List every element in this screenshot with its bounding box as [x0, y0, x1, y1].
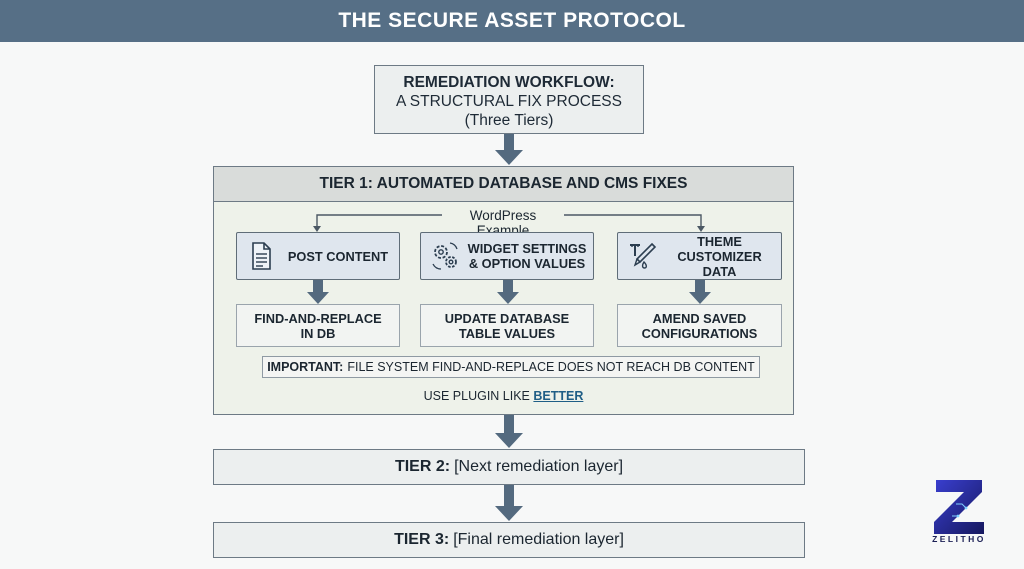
- tier1-title: TIER 1: AUTOMATED DATABASE AND CMS FIXES: [214, 167, 793, 202]
- down-arrow-icon: [495, 415, 523, 448]
- card-line: & OPTION VALUES: [468, 256, 586, 271]
- workflow-tiers-note: (Three Tiers): [464, 112, 554, 129]
- fix-line: TABLE VALUES: [458, 325, 556, 341]
- card-line: WIDGET SETTINGS: [467, 241, 587, 256]
- down-arrow-icon: [689, 280, 711, 304]
- amend-configurations-box: AMEND SAVED CONFIGURATIONS: [617, 304, 782, 347]
- document-icon: [252, 242, 271, 270]
- post-content-label: POST CONTENT: [287, 248, 389, 264]
- tier2-box: TIER 2: [Next remediation layer]: [213, 449, 805, 485]
- card-line: CUSTOMIZER DATA: [677, 248, 762, 279]
- post-content-card: POST CONTENT: [236, 232, 400, 280]
- fix-line: AMEND SAVED: [652, 310, 747, 326]
- workflow-title: REMEDIATION WORKFLOW:: [403, 74, 615, 91]
- workflow-box: REMEDIATION WORKFLOW: A STRUCTURAL FIX P…: [374, 65, 644, 134]
- theme-customizer-label: THEME CUSTOMIZER DATA: [664, 234, 781, 279]
- fix-line: FIND-AND-REPLACE: [254, 310, 382, 326]
- find-replace-box: FIND-AND-REPLACE IN DB: [236, 304, 400, 347]
- example-connector-icon: [313, 214, 705, 232]
- tier3-text: [Final remediation layer]: [453, 531, 624, 548]
- tier2-label: TIER 2:: [394, 458, 451, 475]
- tier3-label: TIER 3:: [394, 531, 450, 548]
- down-arrow-icon: [307, 280, 329, 304]
- header-banner: THE SECURE ASSET PROTOCOL: [0, 0, 1024, 42]
- tier1-panel: TIER 1: AUTOMATED DATABASE AND CMS FIXES…: [213, 166, 794, 415]
- down-arrow-icon: [495, 485, 523, 521]
- logo-text: ZELITHO: [932, 534, 986, 544]
- widget-settings-card: WIDGET SETTINGS & OPTION VALUES: [420, 232, 594, 280]
- down-arrow-icon: [497, 280, 519, 304]
- page-title: THE SECURE ASSET PROTOCOL: [338, 9, 686, 32]
- theme-tools-icon: [630, 242, 657, 269]
- fix-line: UPDATE DATABASE: [444, 310, 570, 326]
- plugin-prefix: USE PLUGIN LIKE: [423, 389, 530, 403]
- tier3-box: TIER 3: [Final remediation layer]: [213, 522, 805, 558]
- important-text: FILE SYSTEM FIND-AND-REPLACE DOES NOT RE…: [347, 360, 755, 374]
- zelitho-logo-icon: [934, 480, 984, 534]
- important-note: IMPORTANT: FILE SYSTEM FIND-AND-REPLACE …: [262, 356, 760, 378]
- plugin-note: USE PLUGIN LIKE BETTER: [214, 389, 793, 403]
- workflow-subtitle: A STRUCTURAL FIX PROCESS: [396, 93, 622, 110]
- gears-icon: [432, 242, 458, 270]
- important-label: IMPORTANT:: [267, 360, 344, 374]
- update-database-box: UPDATE DATABASE TABLE VALUES: [420, 304, 594, 347]
- tier2-text: [Next remediation layer]: [454, 458, 624, 475]
- card-line: THEME: [697, 233, 742, 249]
- fix-line: IN DB: [300, 325, 336, 341]
- down-arrow-icon: [495, 134, 523, 165]
- fix-line: CONFIGURATIONS: [641, 325, 758, 341]
- plugin-link[interactable]: BETTER: [533, 389, 584, 403]
- widget-settings-label: WIDGET SETTINGS & OPTION VALUES: [467, 241, 593, 271]
- theme-customizer-card: THEME CUSTOMIZER DATA: [617, 232, 782, 280]
